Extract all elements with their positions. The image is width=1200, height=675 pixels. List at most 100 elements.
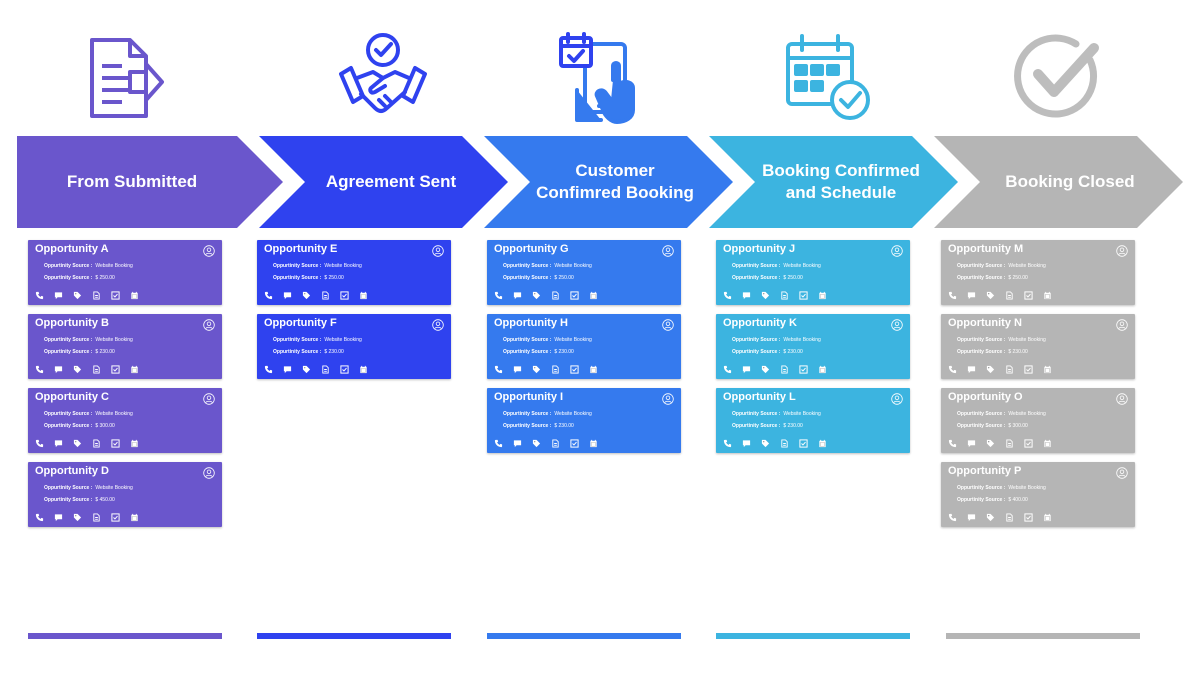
chat-icon[interactable] — [513, 291, 522, 300]
document-icon[interactable] — [551, 439, 560, 448]
user-avatar-icon[interactable] — [203, 245, 215, 257]
calendar-icon[interactable] — [359, 291, 368, 300]
checkbox-icon[interactable] — [111, 513, 120, 522]
chat-icon[interactable] — [742, 439, 751, 448]
chat-icon[interactable] — [283, 291, 292, 300]
user-avatar-icon[interactable] — [662, 245, 674, 257]
phone-icon[interactable] — [948, 291, 957, 300]
user-avatar-icon[interactable] — [662, 319, 674, 331]
document-icon[interactable] — [92, 291, 101, 300]
document-icon[interactable] — [780, 365, 789, 374]
phone-icon[interactable] — [264, 365, 273, 374]
phone-icon[interactable] — [494, 365, 503, 374]
checkbox-icon[interactable] — [1024, 513, 1033, 522]
tag-icon[interactable] — [532, 439, 541, 448]
phone-icon[interactable] — [948, 365, 957, 374]
chat-icon[interactable] — [283, 365, 292, 374]
checkbox-icon[interactable] — [111, 365, 120, 374]
tag-icon[interactable] — [986, 291, 995, 300]
checkbox-icon[interactable] — [1024, 439, 1033, 448]
tag-icon[interactable] — [761, 365, 770, 374]
document-icon[interactable] — [551, 291, 560, 300]
calendar-icon[interactable] — [130, 439, 139, 448]
checkbox-icon[interactable] — [799, 439, 808, 448]
checkbox-icon[interactable] — [799, 365, 808, 374]
chat-icon[interactable] — [513, 439, 522, 448]
phone-icon[interactable] — [723, 439, 732, 448]
chat-icon[interactable] — [54, 439, 63, 448]
calendar-icon[interactable] — [589, 365, 598, 374]
chat-icon[interactable] — [54, 513, 63, 522]
tag-icon[interactable] — [761, 439, 770, 448]
calendar-icon[interactable] — [130, 513, 139, 522]
checkbox-icon[interactable] — [570, 439, 579, 448]
document-icon[interactable] — [92, 513, 101, 522]
tag-icon[interactable] — [73, 513, 82, 522]
document-icon[interactable] — [1005, 291, 1014, 300]
chat-icon[interactable] — [742, 365, 751, 374]
document-icon[interactable] — [1005, 513, 1014, 522]
document-icon[interactable] — [1005, 365, 1014, 374]
tag-icon[interactable] — [302, 365, 311, 374]
chat-icon[interactable] — [54, 291, 63, 300]
document-icon[interactable] — [1005, 439, 1014, 448]
calendar-icon[interactable] — [589, 439, 598, 448]
user-avatar-icon[interactable] — [1116, 245, 1128, 257]
calendar-icon[interactable] — [130, 291, 139, 300]
phone-icon[interactable] — [723, 291, 732, 300]
phone-icon[interactable] — [35, 291, 44, 300]
document-icon[interactable] — [92, 439, 101, 448]
calendar-icon[interactable] — [818, 365, 827, 374]
chat-icon[interactable] — [967, 439, 976, 448]
tag-icon[interactable] — [73, 291, 82, 300]
user-avatar-icon[interactable] — [891, 245, 903, 257]
checkbox-icon[interactable] — [799, 291, 808, 300]
phone-icon[interactable] — [494, 439, 503, 448]
user-avatar-icon[interactable] — [203, 393, 215, 405]
user-avatar-icon[interactable] — [891, 319, 903, 331]
document-icon[interactable] — [780, 439, 789, 448]
phone-icon[interactable] — [723, 365, 732, 374]
chat-icon[interactable] — [54, 365, 63, 374]
user-avatar-icon[interactable] — [203, 467, 215, 479]
user-avatar-icon[interactable] — [432, 319, 444, 331]
phone-icon[interactable] — [35, 365, 44, 374]
checkbox-icon[interactable] — [111, 439, 120, 448]
checkbox-icon[interactable] — [111, 291, 120, 300]
user-avatar-icon[interactable] — [1116, 393, 1128, 405]
tag-icon[interactable] — [532, 291, 541, 300]
checkbox-icon[interactable] — [570, 291, 579, 300]
tag-icon[interactable] — [532, 365, 541, 374]
calendar-icon[interactable] — [1043, 439, 1052, 448]
chat-icon[interactable] — [967, 365, 976, 374]
user-avatar-icon[interactable] — [203, 319, 215, 331]
phone-icon[interactable] — [494, 291, 503, 300]
phone-icon[interactable] — [948, 513, 957, 522]
user-avatar-icon[interactable] — [1116, 319, 1128, 331]
checkbox-icon[interactable] — [340, 291, 349, 300]
checkbox-icon[interactable] — [1024, 291, 1033, 300]
phone-icon[interactable] — [948, 439, 957, 448]
calendar-icon[interactable] — [589, 291, 598, 300]
calendar-icon[interactable] — [359, 365, 368, 374]
document-icon[interactable] — [780, 291, 789, 300]
checkbox-icon[interactable] — [1024, 365, 1033, 374]
chat-icon[interactable] — [513, 365, 522, 374]
calendar-icon[interactable] — [818, 439, 827, 448]
document-icon[interactable] — [92, 365, 101, 374]
user-avatar-icon[interactable] — [1116, 467, 1128, 479]
tag-icon[interactable] — [761, 291, 770, 300]
